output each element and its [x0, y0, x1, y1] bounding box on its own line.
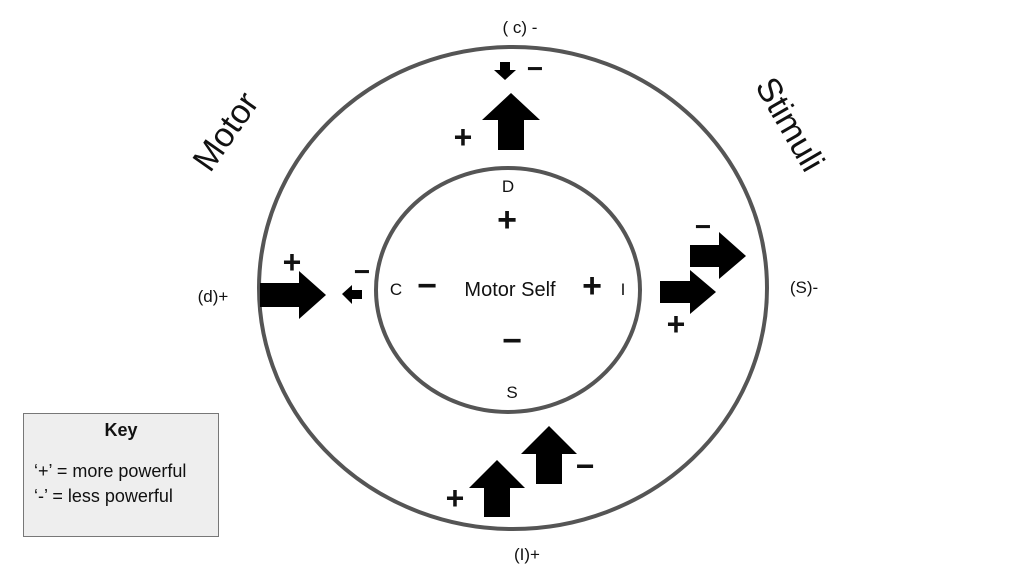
- sign-top-minus: −: [527, 53, 543, 84]
- key-legend: Key ‘+’ = more powerful ‘-’ = less power…: [23, 413, 219, 537]
- stimuli-heading: Stimuli: [748, 71, 832, 178]
- arrow-right-lower: [660, 270, 716, 314]
- arrow-left-small-left: [342, 285, 362, 304]
- inner-minus-left: −: [417, 267, 437, 305]
- sign-bottom-plus: +: [446, 480, 465, 516]
- label-inner-bottom: S: [506, 383, 517, 402]
- label-bottom-outer: (I)+: [514, 545, 540, 564]
- sign-left-minus: −: [354, 256, 370, 287]
- arrow-bottom-right-up: [521, 426, 577, 484]
- sign-bottom-minus: −: [576, 448, 595, 484]
- motor-heading: Motor: [185, 85, 266, 178]
- label-inner-top: D: [502, 177, 514, 196]
- sign-top-plus: +: [454, 119, 473, 155]
- inner-minus-bottom: −: [502, 322, 522, 360]
- key-line-minus: ‘-’ = less powerful: [34, 486, 173, 506]
- center-label: Motor Self: [464, 279, 556, 301]
- inner-plus-top: +: [497, 201, 517, 239]
- inner-circle: [374, 166, 642, 414]
- arrow-right-upper: [690, 232, 746, 279]
- key-line-plus: ‘+’ = more powerful: [34, 461, 187, 481]
- label-inner-right: I: [621, 280, 626, 299]
- inner-plus-right: +: [582, 267, 602, 305]
- label-right-outer: (S)-: [790, 278, 818, 297]
- arrow-top-big-up: [482, 93, 540, 150]
- arrow-bottom-left-up: [469, 460, 525, 517]
- key-title: Key: [104, 420, 138, 440]
- label-top-outer: ( c) -: [503, 18, 538, 37]
- sign-right-minus: −: [695, 211, 711, 242]
- arrow-left-big-right: [260, 271, 326, 319]
- outer-circle: [257, 45, 769, 531]
- arrow-top-small-down: [494, 62, 516, 80]
- sign-left-plus: +: [283, 244, 302, 280]
- label-left-outer: (d)+: [198, 287, 229, 306]
- sign-right-plus: +: [667, 306, 686, 342]
- label-inner-left: C: [390, 280, 402, 299]
